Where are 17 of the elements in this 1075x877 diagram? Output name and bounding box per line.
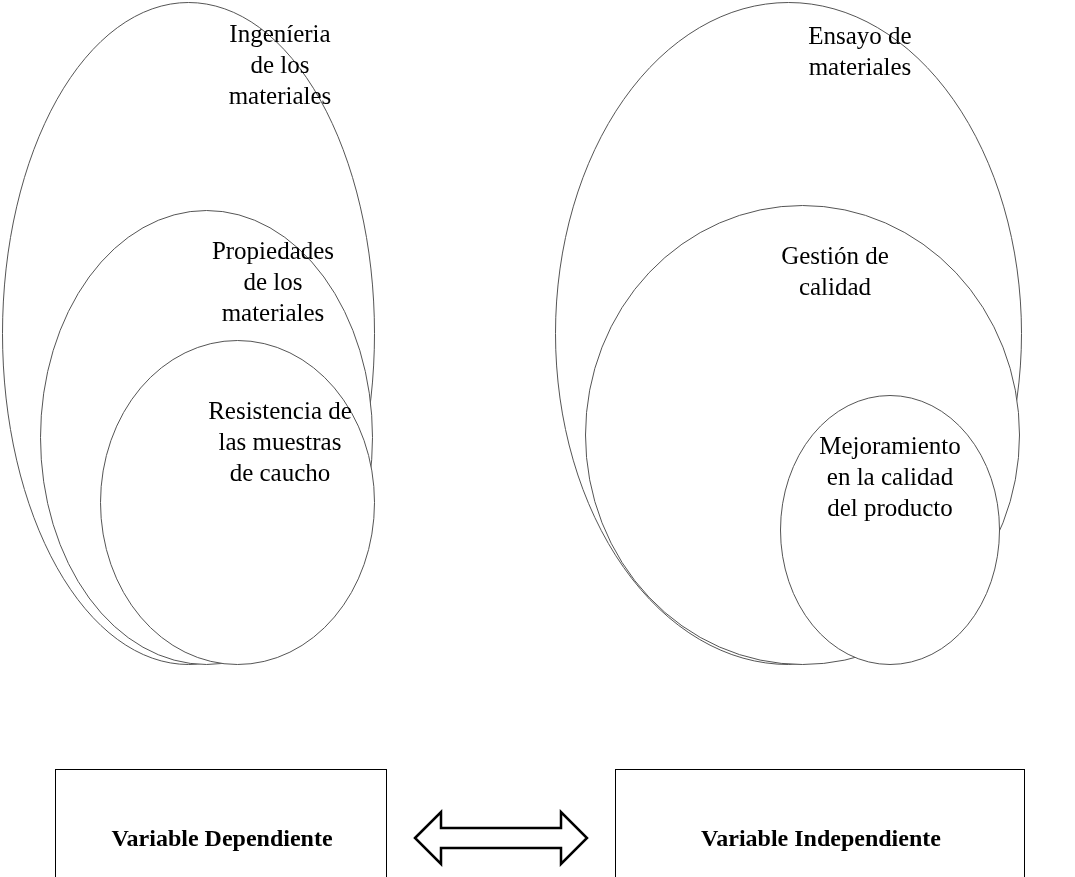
ellipse-node bbox=[585, 205, 1020, 665]
ellipse-node bbox=[780, 395, 1000, 665]
variable-box bbox=[615, 769, 1025, 877]
ellipse-node bbox=[555, 2, 1022, 665]
node-label: Gestión de calidad bbox=[780, 241, 890, 302]
node-label: Mejoramiento en la calidad del producto bbox=[818, 431, 962, 523]
variable-box bbox=[55, 769, 387, 877]
node-label: Ensayo de materiales bbox=[807, 21, 913, 82]
node-label: Resistencia de las muestras de caucho bbox=[207, 396, 353, 488]
node-label: Variable Independiente bbox=[700, 824, 942, 853]
ellipse-node bbox=[2, 2, 375, 665]
node-label: Ingeníeria de los materiales bbox=[227, 19, 333, 111]
node-label: Variable Dependiente bbox=[110, 824, 334, 853]
node-label: Propiedades de los materiales bbox=[210, 236, 336, 328]
ellipse-node bbox=[40, 210, 373, 665]
ellipse-node bbox=[100, 340, 375, 665]
double-arrow bbox=[413, 809, 589, 867]
